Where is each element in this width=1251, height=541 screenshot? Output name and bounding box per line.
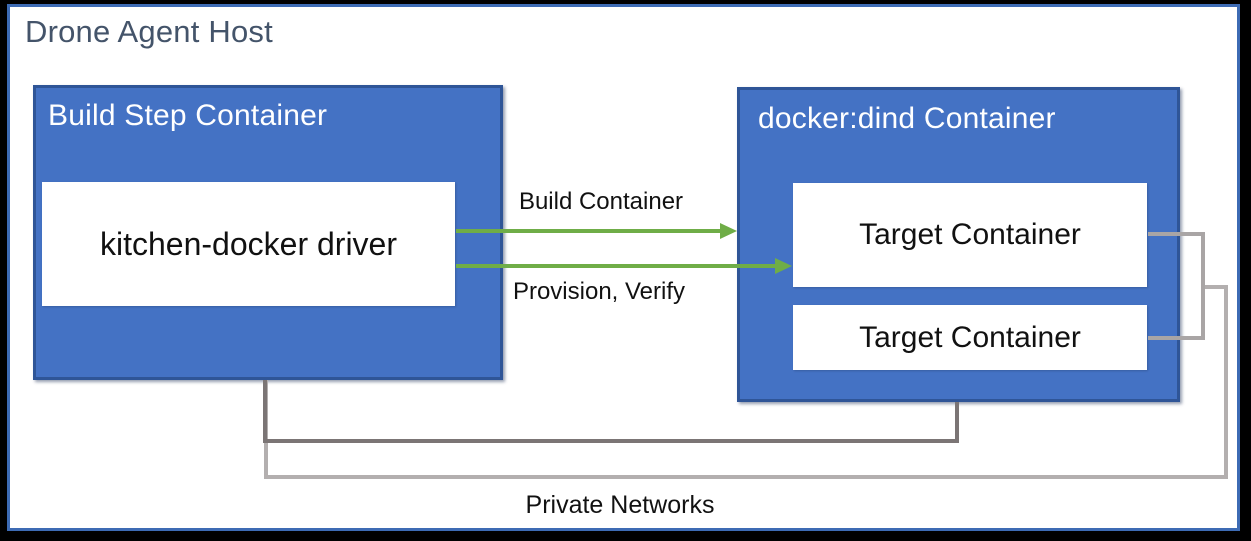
target-container-2-label: Target Container	[859, 320, 1081, 354]
kitchen-docker-driver-box: kitchen-docker driver	[42, 182, 455, 306]
build-step-container-label: Build Step Container	[48, 99, 328, 132]
build-container-arrow-label: Build Container	[518, 188, 684, 215]
target-container-1-box: Target Container	[793, 183, 1147, 287]
dind-container-label: docker:dind Container	[758, 102, 1056, 135]
kitchen-docker-driver-label: kitchen-docker driver	[100, 225, 397, 262]
page-title: Drone Agent Host	[25, 14, 273, 49]
target-container-1-label: Target Container	[859, 218, 1081, 251]
provision-verify-arrow-label: Provision, Verify	[512, 278, 686, 305]
target-container-2-box: Target Container	[793, 305, 1147, 370]
private-networks-label: Private Networks	[525, 491, 715, 519]
